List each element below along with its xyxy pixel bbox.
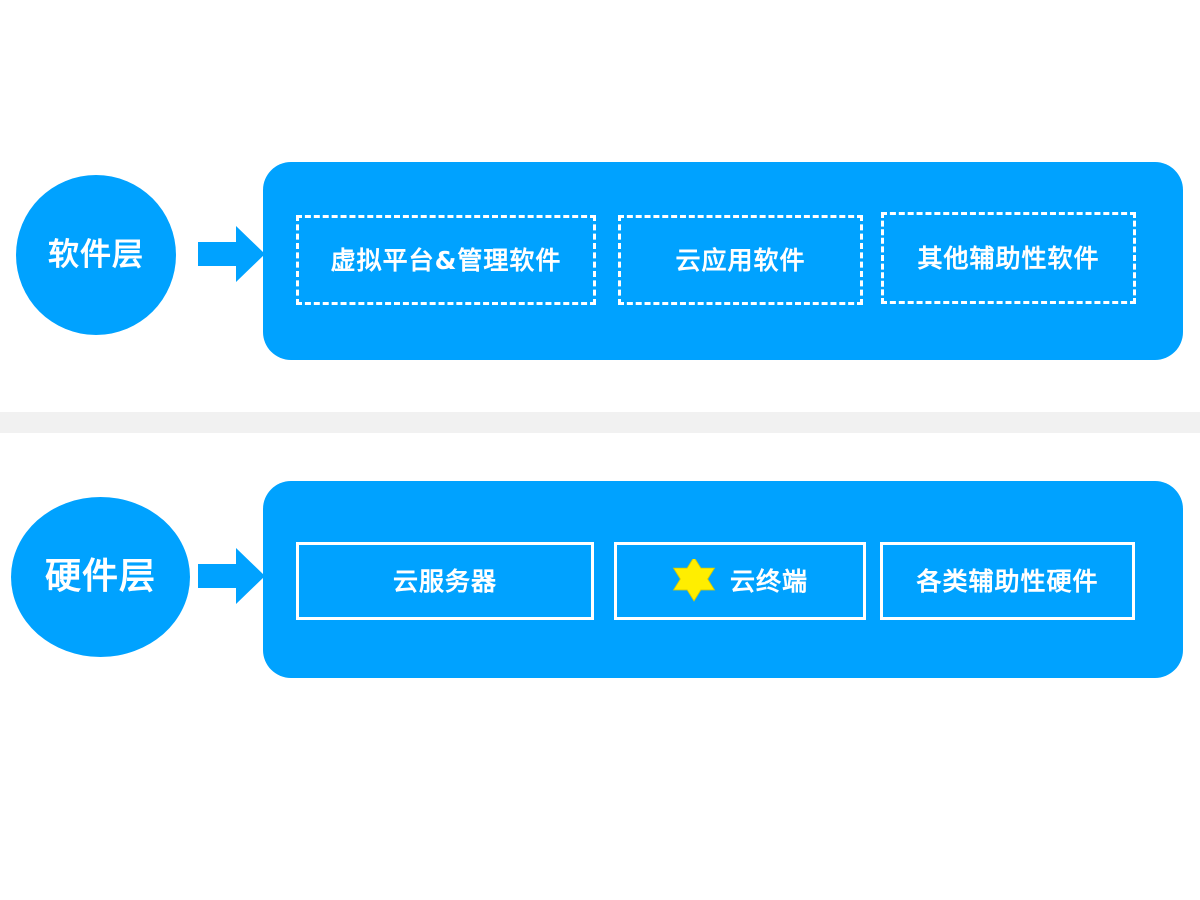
six-pointed-star-icon — [672, 559, 716, 603]
layer-panel-hardware: 云服务器 云终端 各类辅助性硬件 — [263, 481, 1183, 678]
right-arrow-icon-software — [198, 224, 266, 284]
layer-badge-hardware[interactable]: 硬件层 — [11, 497, 190, 657]
layer-item-software-2[interactable]: 其他辅助性软件 — [881, 212, 1136, 304]
layer-badge-software-label: 软件层 — [48, 236, 144, 273]
layer-item-software-0[interactable]: 虚拟平台&管理软件 — [296, 215, 596, 305]
layer-item-hardware-0-label: 云服务器 — [392, 566, 497, 596]
layer-item-software-1[interactable]: 云应用软件 — [618, 215, 863, 305]
section-divider — [0, 412, 1200, 433]
layer-item-hardware-1-label: 云终端 — [729, 566, 808, 596]
layer-item-hardware-2-label: 各类辅助性硬件 — [916, 566, 1099, 596]
layer-item-software-1-label: 云应用软件 — [675, 245, 806, 275]
layer-panel-software: 虚拟平台&管理软件 云应用软件 其他辅助性软件 — [263, 162, 1183, 360]
layer-item-software-2-label: 其他辅助性软件 — [917, 243, 1100, 273]
layer-badge-hardware-label: 硬件层 — [44, 556, 156, 597]
layer-item-hardware-2[interactable]: 各类辅助性硬件 — [880, 542, 1135, 620]
right-arrow-icon-hardware — [198, 546, 266, 606]
layer-badge-software[interactable]: 软件层 — [16, 175, 176, 335]
layer-item-hardware-0[interactable]: 云服务器 — [296, 542, 594, 620]
layer-item-software-0-label: 虚拟平台&管理软件 — [330, 245, 562, 275]
layer-item-hardware-1[interactable]: 云终端 — [614, 542, 866, 620]
